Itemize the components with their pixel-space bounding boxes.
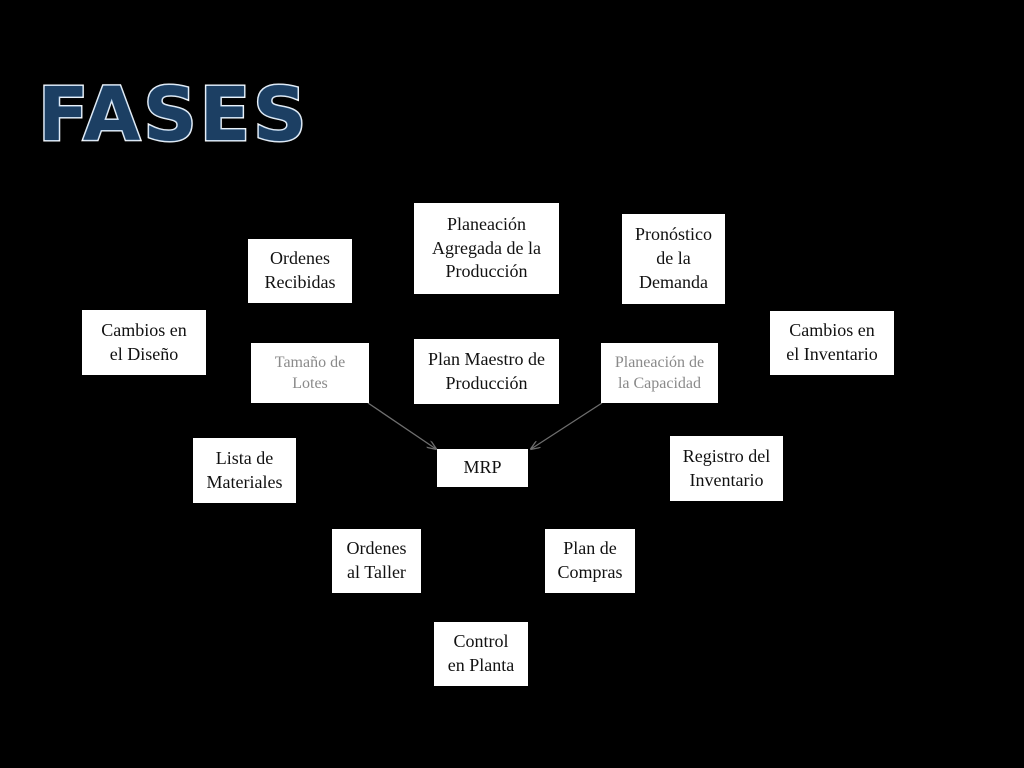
- arrow-planeacion-capacidad-to-mrp: [531, 402, 603, 449]
- node-lista-materiales: Lista de Materiales: [193, 438, 296, 503]
- node-registro-inventario: Registro del Inventario: [670, 436, 783, 501]
- arrow-tamano-lotes-to-mrp: [367, 402, 436, 449]
- node-planeacion-capacidad: Planeación de la Capacidad: [601, 343, 718, 403]
- node-control-planta: Control en Planta: [434, 622, 528, 686]
- node-tamano-lotes: Tamaño de Lotes: [251, 343, 369, 403]
- node-plan-maestro: Plan Maestro de Producción: [414, 339, 559, 404]
- node-ordenes-recibidas: Ordenes Recibidas: [248, 239, 352, 303]
- node-ordenes-taller: Ordenes al Taller: [332, 529, 421, 593]
- node-cambios-inventario: Cambios en el Inventario: [770, 311, 894, 375]
- node-mrp: MRP: [437, 449, 528, 487]
- node-pronostico-demanda: Pronóstico de la Demanda: [622, 214, 725, 304]
- slide-title: FASES: [36, 72, 310, 158]
- node-plan-compras: Plan de Compras: [545, 529, 635, 593]
- node-planeacion-agregada: Planeación Agregada de la Producción: [414, 203, 559, 294]
- node-cambios-diseno: Cambios en el Diseño: [82, 310, 206, 375]
